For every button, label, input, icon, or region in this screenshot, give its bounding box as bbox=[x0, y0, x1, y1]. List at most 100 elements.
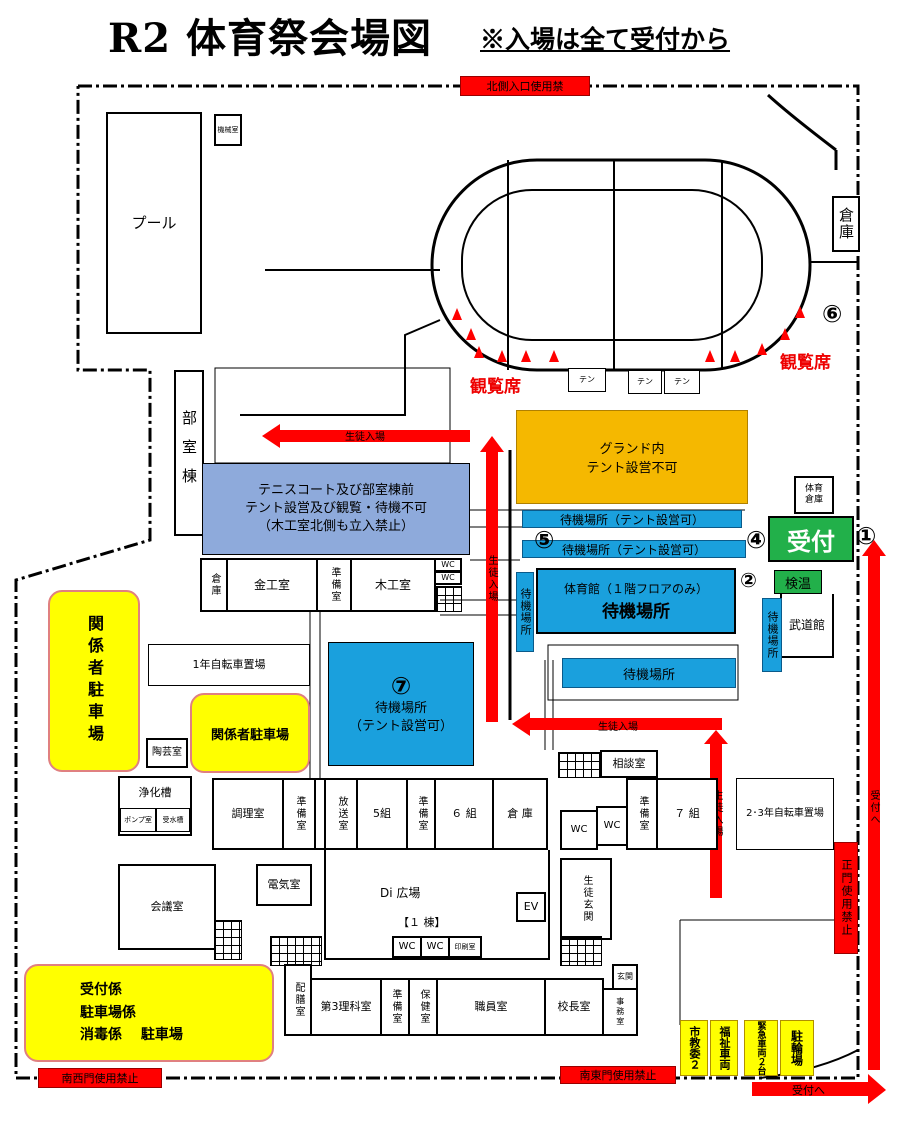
marker-7: ⑦ bbox=[390, 671, 412, 700]
wait-area-lower: 待機場所 bbox=[562, 658, 736, 688]
marker-5: ⑤ bbox=[534, 526, 555, 554]
gym-wait-label: 待機場所 bbox=[602, 602, 670, 622]
wc-4: WC bbox=[596, 806, 628, 846]
staff-parking-1: 関係者駐車場 bbox=[48, 590, 140, 772]
ground-no-tent: グランド内 テント設営不可 bbox=[516, 410, 748, 504]
warehouse-ne: 倉庫 bbox=[832, 196, 860, 252]
wc-6: WC bbox=[420, 936, 450, 958]
main-gate-notice: 正門使用禁止 bbox=[834, 842, 858, 954]
wood-workshop: 木工室 bbox=[350, 558, 436, 612]
elevator: EV bbox=[516, 892, 546, 922]
tent-1: テン bbox=[568, 368, 606, 392]
meeting-room: 会議室 bbox=[118, 864, 216, 950]
marker-2: ② bbox=[740, 568, 757, 592]
di-plaza: Di 広場 bbox=[380, 886, 421, 900]
area7-label: 待機場所 （テント設営可） bbox=[348, 700, 453, 734]
wait-area-budokan: 待機場所 bbox=[762, 598, 782, 672]
wait-area-7: ⑦ 待機場所 （テント設営可） bbox=[328, 642, 474, 766]
wait-area-tent-2: 待機場所（テント設営可） bbox=[522, 540, 746, 558]
stairs-5 bbox=[270, 936, 322, 966]
health-room: 保健室 bbox=[408, 978, 438, 1036]
di-plaza-frame bbox=[324, 850, 550, 960]
cooking-room: 調理室 bbox=[212, 778, 284, 850]
wait-area-gym-side: 待機場所 bbox=[516, 572, 534, 652]
class-5: 5組 bbox=[356, 778, 408, 850]
entrance: 玄関 bbox=[612, 964, 638, 990]
broadcast-room: 放送室 bbox=[324, 778, 358, 850]
pottery-room: 陶芸室 bbox=[146, 738, 188, 768]
club-building: 部室棟 bbox=[174, 370, 204, 536]
city-edu-parking: 市教委２ bbox=[680, 1020, 708, 1076]
emergency-vehicle: 緊急車両２台 bbox=[744, 1020, 778, 1076]
stands-label-right: 観覧席 bbox=[780, 353, 831, 373]
budokan: 武道館 bbox=[780, 594, 834, 658]
stairs-2 bbox=[558, 752, 600, 778]
stairs-3 bbox=[214, 920, 242, 960]
wait-area-tent-1: 待機場所（テント設営可） bbox=[522, 510, 742, 528]
gymnasium: 体育館（１階フロアのみ） 待機場所 bbox=[536, 568, 736, 634]
distribution-room: 配膳室 bbox=[284, 964, 312, 1036]
to-reception-label-vertical: 受付へ bbox=[868, 790, 879, 826]
print-room: 印刷室 bbox=[448, 936, 482, 958]
tent-3: テン bbox=[664, 370, 700, 394]
prep-room-4: 準備室 bbox=[626, 778, 658, 850]
prep-room-5: 準備室 bbox=[380, 978, 410, 1036]
marker-6: ⑥ bbox=[822, 300, 843, 328]
wc-5: WC bbox=[392, 936, 422, 958]
tent-2: テン bbox=[628, 370, 662, 394]
water-tank: 受水槽 bbox=[156, 808, 190, 832]
building-1: 【１ 棟】 bbox=[398, 916, 446, 929]
stands-label-left: 観覧席 bbox=[470, 377, 521, 397]
student-entry-label-bottom: 生徒入場 bbox=[598, 722, 638, 733]
office: 事務室 bbox=[602, 988, 638, 1036]
prep-room-1: 準備室 bbox=[316, 558, 352, 612]
counseling-room: 相談室 bbox=[600, 750, 658, 778]
prep-room-2: 準備室 bbox=[282, 778, 316, 850]
page-title: R2 体育祭会場図 bbox=[108, 15, 432, 62]
principal-room: 校長室 bbox=[544, 978, 604, 1036]
stairs-1 bbox=[436, 586, 462, 612]
class-7: ７ 組 bbox=[656, 778, 718, 850]
reception-button[interactable]: 受付 bbox=[768, 516, 854, 562]
corridor-1 bbox=[316, 778, 326, 850]
track-inner bbox=[461, 189, 763, 341]
tennis-court: テニスコート及び部室棟前 テント設営及び観覧・待機不可 （木工室北側も立入禁止） bbox=[202, 463, 470, 555]
metal-workshop: 金工室 bbox=[226, 558, 318, 612]
gym-storage: 体育 倉庫 bbox=[794, 476, 834, 514]
southwest-gate-notice: 南西門使用禁止 bbox=[38, 1068, 162, 1088]
student-entry-label-top: 生徒入場 bbox=[345, 432, 385, 443]
storage-mid: 倉 庫 bbox=[492, 778, 548, 850]
marker-4: ④ bbox=[746, 526, 767, 554]
wc-2: WC bbox=[434, 571, 462, 585]
reception-parking: 受付係 駐車場係 消毒係 駐車場 bbox=[24, 964, 274, 1062]
electric-room: 電気室 bbox=[256, 864, 312, 906]
temperature-check: 検温 bbox=[774, 570, 822, 594]
prep-room-3: 準備室 bbox=[406, 778, 436, 850]
pool: プール bbox=[106, 112, 202, 334]
staff-room: 職員室 bbox=[436, 978, 546, 1036]
bike-parking-1: 1年自転車置場 bbox=[148, 644, 310, 686]
southeast-gate-notice: 南東門使用禁止 bbox=[560, 1066, 676, 1084]
wc-3: WC bbox=[560, 810, 598, 850]
to-reception-label-bottom: 受付へ bbox=[792, 1084, 825, 1097]
class-6: ６ 組 bbox=[434, 778, 494, 850]
storage-small: 倉庫 bbox=[200, 558, 228, 612]
marker-1: ① bbox=[856, 522, 877, 550]
north-gate-notice: 北側入口使用禁 bbox=[460, 76, 590, 96]
student-entrance: 生徒玄関 bbox=[560, 858, 612, 940]
student-entry-label-vertical: 生徒入場 bbox=[486, 555, 497, 603]
stairs-4 bbox=[560, 936, 602, 966]
septic-label: 浄化槽 bbox=[138, 786, 172, 799]
gym-label: 体育館（１階フロアのみ） bbox=[563, 582, 708, 596]
staff-parking-2: 関係者駐車場 bbox=[190, 693, 310, 773]
welfare-vehicle: 福祉車両 bbox=[710, 1020, 738, 1076]
science-room-3: 第3理科室 bbox=[310, 978, 382, 1036]
wc-1: WC bbox=[434, 558, 462, 572]
bike-parking-23: 2･3年自転車置場 bbox=[736, 778, 834, 850]
bicycle-parking: 駐輪場 bbox=[780, 1020, 814, 1076]
cone-markers bbox=[452, 306, 805, 362]
machine-room: 機械室 bbox=[214, 114, 242, 146]
pump-room: ポンプ室 bbox=[120, 808, 156, 832]
